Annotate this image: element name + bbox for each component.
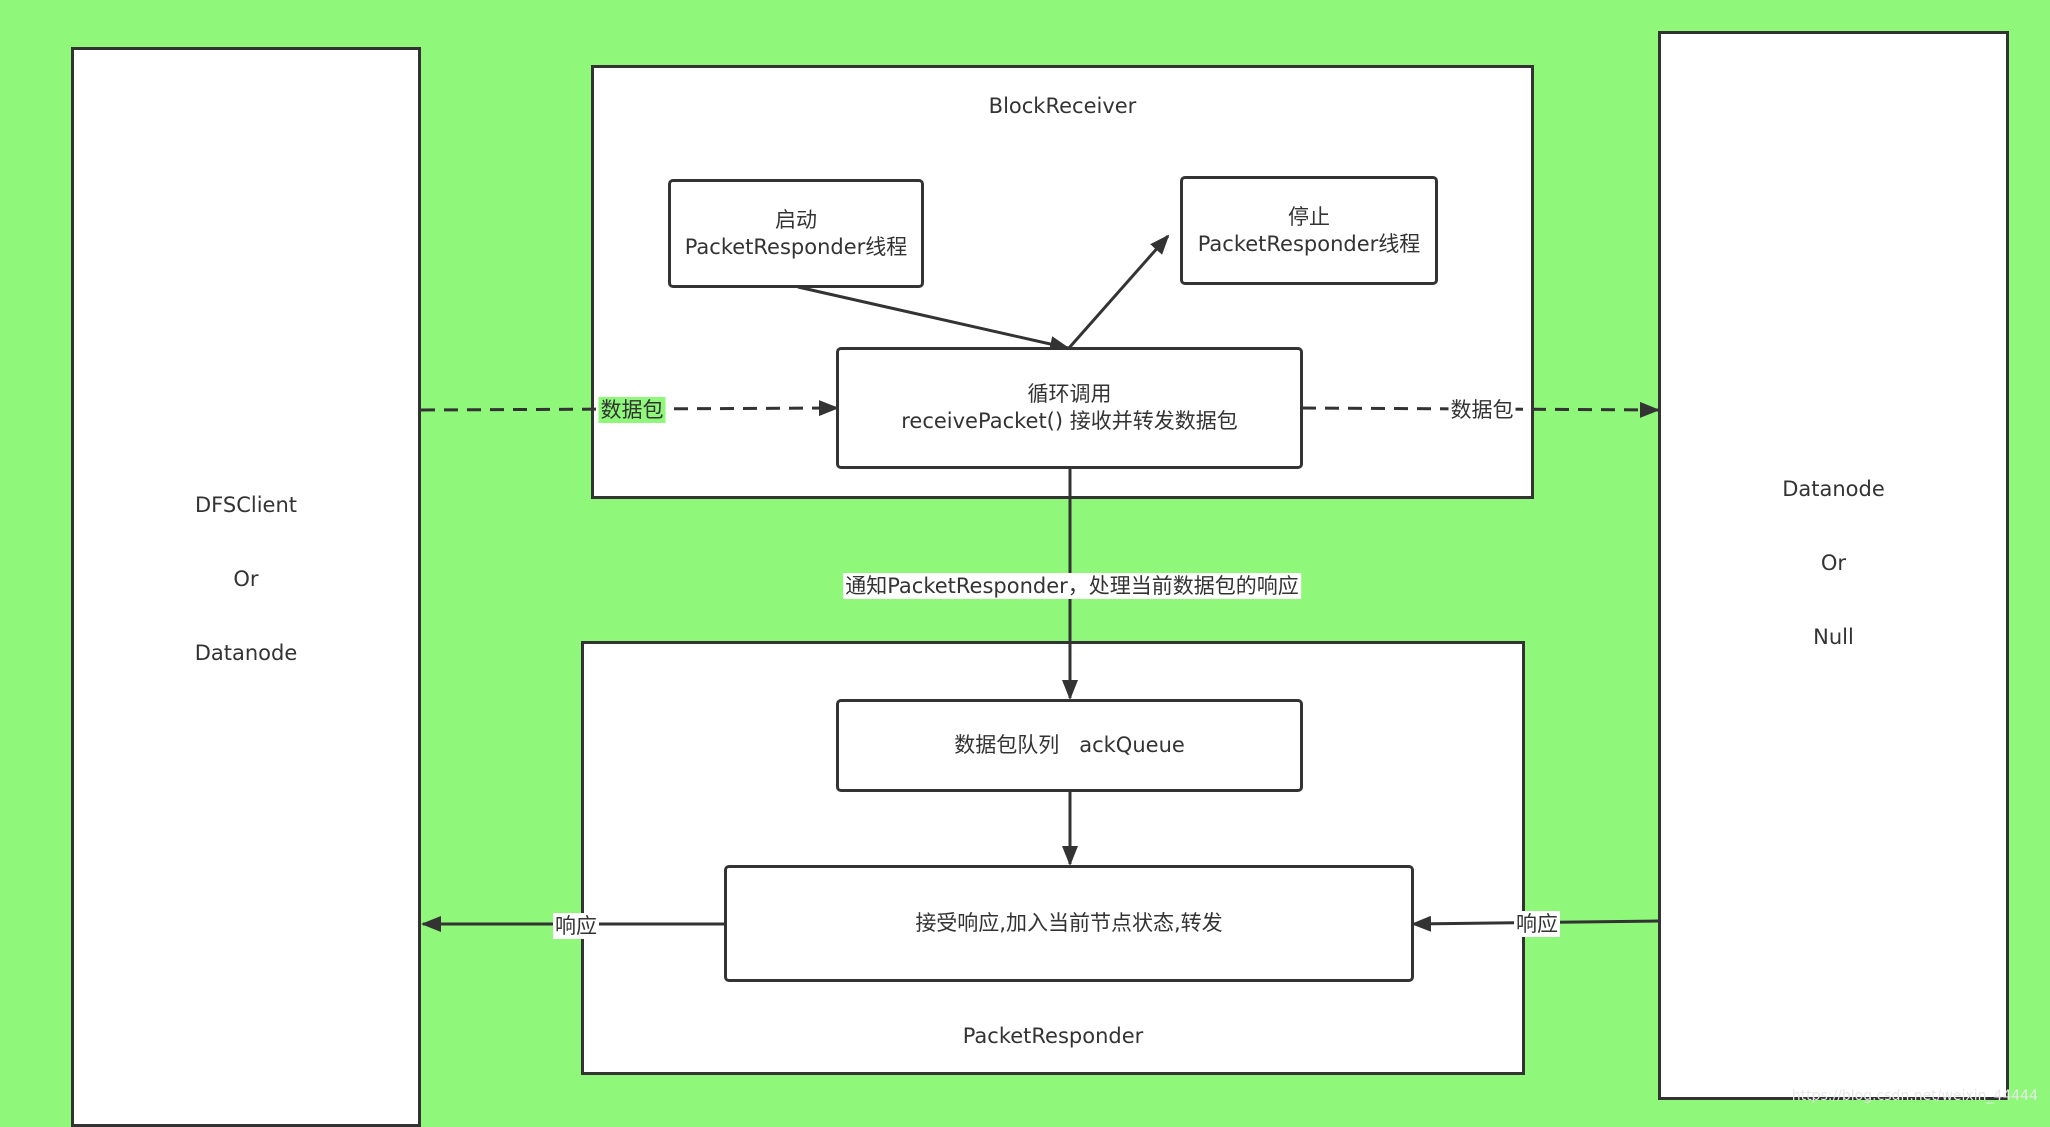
left-panel-line-3: Datanode — [194, 641, 298, 665]
right-panel-line-3: Null — [1813, 625, 1854, 649]
packet-responder-title: PacketResponder — [962, 1024, 1144, 1048]
block-receiver-title: BlockReceiver — [988, 94, 1137, 118]
start-responder-node: 启动 PacketResponder线程 — [668, 179, 924, 288]
right-panel: Datanode Or Null — [1658, 31, 2009, 1100]
edge-label-out-packet: 数据包 — [1448, 397, 1516, 423]
left-panel-text: DFSClient Or Datanode — [74, 493, 418, 715]
left-panel-line-2: Or — [233, 567, 259, 591]
start-responder-line-1: 启动 — [775, 207, 817, 232]
ack-forward-label: 接受响应,加入当前节点状态,转发 — [915, 911, 1223, 935]
watermark: https://blog.csdn.net/weixin_44444 — [1791, 1088, 2038, 1104]
left-panel-line-1: DFSClient — [194, 493, 297, 517]
edge-label-in-packet: 数据包 — [598, 397, 666, 423]
stop-responder-node: 停止 PacketResponder线程 — [1180, 176, 1438, 285]
edge-label-ack-in: 响应 — [1514, 911, 1560, 937]
ack-forward-node: 接受响应,加入当前节点状态,转发 — [724, 865, 1414, 982]
edge-start-to-loop — [797, 285, 1070, 352]
receive-packet-node: 循环调用 receivePacket() 接收并转发数据包 — [836, 347, 1303, 469]
edge-out-packet — [1301, 401, 1660, 418]
edge-label-ack-out: 响应 — [553, 913, 599, 939]
right-panel-line-2: Or — [1820, 551, 1847, 575]
receive-packet-line-2: receivePacket() 接收并转发数据包 — [901, 409, 1238, 433]
stop-responder-line-1: 停止 — [1288, 204, 1330, 229]
ack-queue-label: 数据包队列 ackQueue — [954, 733, 1185, 757]
ack-queue-node: 数据包队列 ackQueue — [836, 699, 1303, 792]
edge-label-notify: 通知PacketResponder，处理当前数据包的响应 — [843, 573, 1301, 599]
packet-responder-container: PacketResponder — [581, 641, 1525, 1075]
receive-packet-line-1: 循环调用 — [1027, 382, 1112, 406]
left-panel: DFSClient Or Datanode — [71, 47, 421, 1127]
stop-responder-line-2: PacketResponder线程 — [1197, 231, 1421, 256]
right-panel-text: Datanode Or Null — [1661, 477, 2006, 699]
start-responder-line-2: PacketResponder线程 — [684, 234, 908, 259]
edge-loop-to-stop — [1067, 234, 1170, 349]
right-panel-line-1: Datanode — [1782, 477, 1885, 501]
